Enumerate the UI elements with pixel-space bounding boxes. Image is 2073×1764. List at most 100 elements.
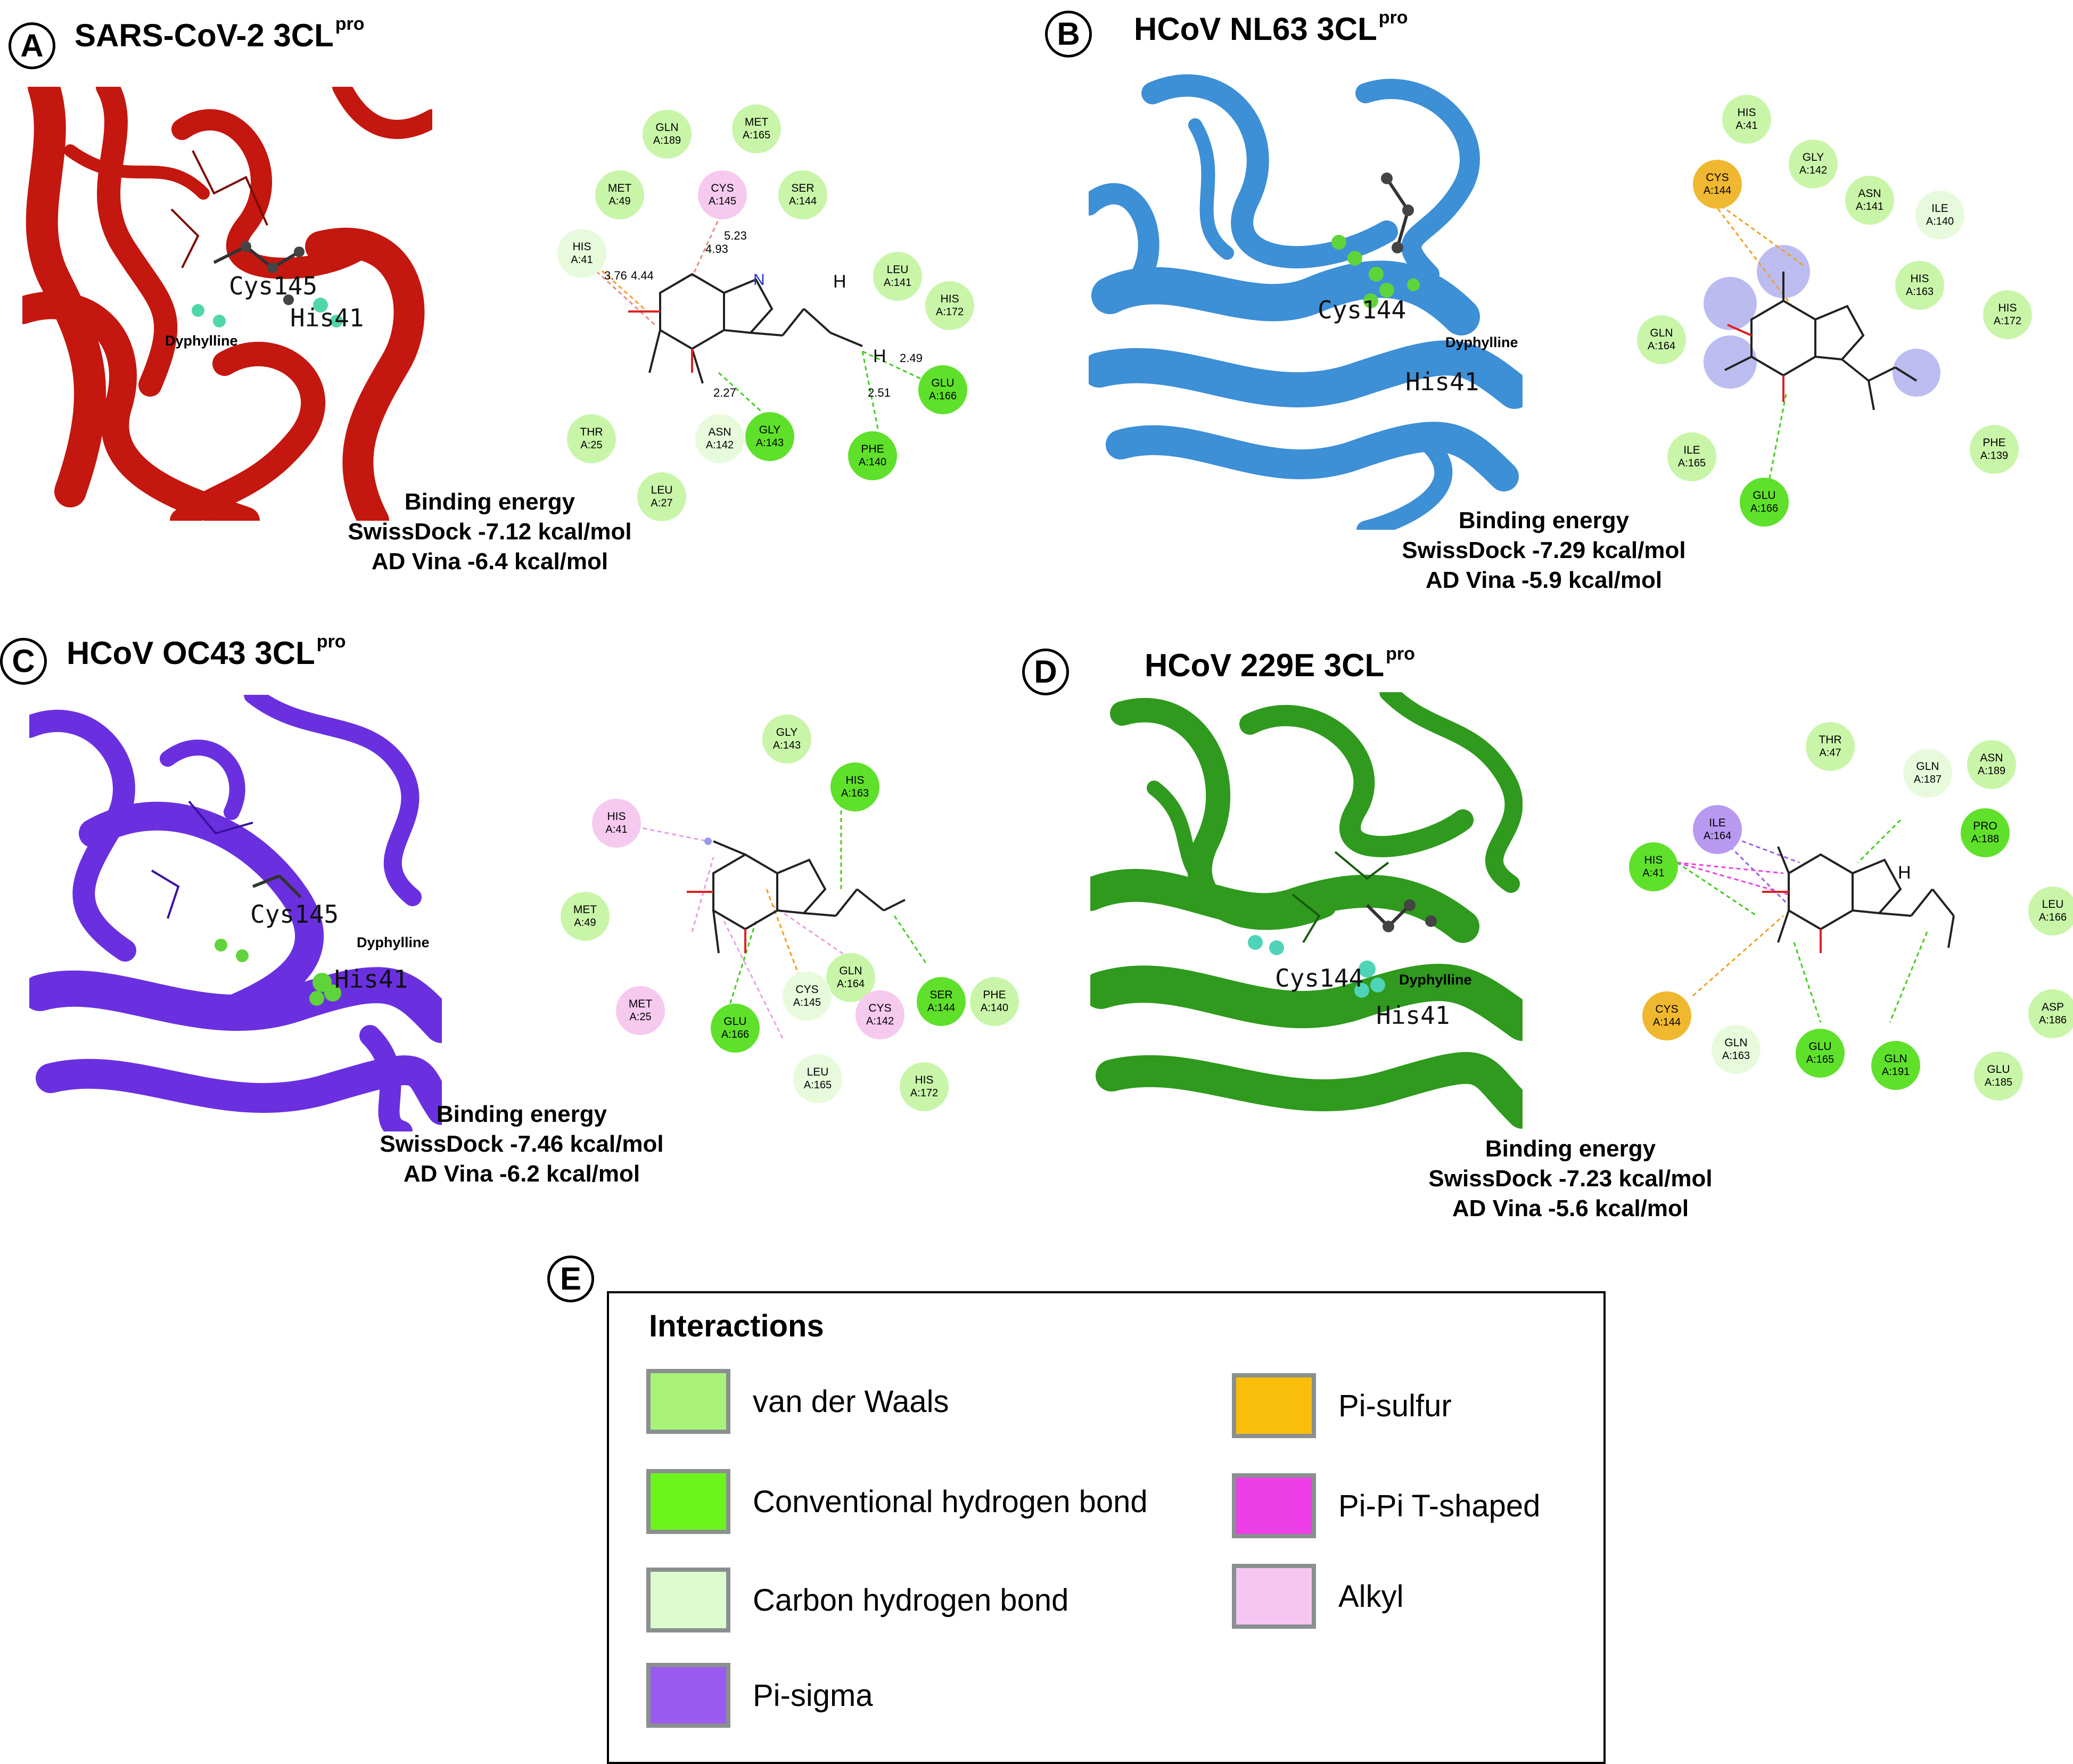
panel-c-ligand-2d xyxy=(628,793,927,1039)
panel-a-letter: A xyxy=(9,22,55,69)
panel-a-title-text: SARS-CoV-2 3CL xyxy=(75,18,334,53)
panel-c-protein-structure xyxy=(29,695,442,1131)
panel-b-his-label: His41 xyxy=(1405,367,1479,396)
panel-d-ribbon-svg xyxy=(1090,692,1523,1129)
panel-b-cys-label: Cys144 xyxy=(1318,296,1406,324)
panel-c-title-sup: pro xyxy=(316,631,346,652)
panel-b-ribbon-svg xyxy=(1089,74,1523,530)
panel-a-distance-3: 3.76 xyxy=(604,269,627,282)
panel-a-energy-heading: Binding energy xyxy=(404,489,575,515)
legend-item-pi-sigma: Pi-sigma xyxy=(646,1663,873,1728)
panel-d-ligand-label: Dyphylline xyxy=(1399,972,1472,988)
panel-a-distance-5: 2.49 xyxy=(900,351,923,365)
panel-a-protein-structure xyxy=(22,87,432,521)
svg-text:H: H xyxy=(833,272,846,292)
panel-c-ribbon-svg xyxy=(29,695,442,1131)
legend-swatch-alkyl xyxy=(1232,1564,1316,1629)
legend-label-van-der-waals: van der Waals xyxy=(753,1384,949,1419)
panel-d-title-text: HCoV 229E 3CL xyxy=(1145,647,1385,683)
panel-a-distance-6: 2.51 xyxy=(868,386,891,399)
panel-b-protein-structure xyxy=(1089,72,1523,530)
legend-label-pi-sulfur: Pi-sulfur xyxy=(1338,1388,1452,1423)
panel-c-cys-label: Cys145 xyxy=(250,900,339,929)
panel-a-his-label: His41 xyxy=(290,303,364,332)
panel-d-ligand-2d: H xyxy=(1676,819,1955,1023)
panel-b-title: HCoV NL63 3CLpro xyxy=(1134,7,1408,47)
panel-c-ligand-label: Dyphylline xyxy=(357,934,430,950)
panel-d-cys-label: Cys144 xyxy=(1275,964,1364,992)
legend-swatch-pi-sulfur xyxy=(1232,1373,1316,1438)
interactions-legend: Interactions van der Waals Conventional … xyxy=(607,1291,1606,1764)
panel-a-binding-energy: Binding energy SwissDock -7.12 kcal/mol … xyxy=(335,487,644,577)
panel-b-title-sup: pro xyxy=(1378,7,1408,28)
svg-text:N: N xyxy=(753,271,765,289)
panel-a-distance-1: 5.23 xyxy=(724,229,747,242)
panel-b-ligand-2d xyxy=(1704,196,1940,490)
legend-item-pi-sulfur: Pi-sulfur xyxy=(1232,1373,1452,1438)
panel-a-title: SARS-CoV-2 3CLpro xyxy=(75,14,365,54)
legend-swatch-pi-pi-t-shaped xyxy=(1232,1473,1316,1538)
panel-d-energy-vina: AD Vina -5.6 kcal/mol xyxy=(1452,1195,1689,1221)
legend-swatch-van-der-waals xyxy=(646,1369,730,1434)
panel-a-energy-swissdock: SwissDock -7.12 kcal/mol xyxy=(348,519,632,545)
legend-label-alkyl: Alkyl xyxy=(1338,1579,1404,1614)
panel-c-title: HCoV OC43 3CLpro xyxy=(67,631,346,671)
legend-label-carbon-hydrogen-bond: Carbon hydrogen bond xyxy=(753,1582,1069,1618)
legend-item-carbon-hydrogen-bond: Carbon hydrogen bond xyxy=(646,1568,1068,1632)
panel-d-letter: D xyxy=(1022,649,1069,695)
panel-e-letter: E xyxy=(547,1256,594,1302)
legend-swatch-pi-sigma xyxy=(646,1663,730,1728)
legend-item-van-der-waals: van der Waals xyxy=(646,1369,949,1434)
panel-a-distance-7: 2.27 xyxy=(713,386,736,399)
legend-swatch-conventional-hydrogen-bond xyxy=(646,1469,730,1534)
panel-b-energy-swissdock: SwissDock -7.29 kcal/mol xyxy=(1402,537,1686,563)
svg-text:H: H xyxy=(873,346,886,366)
panel-d-protein-structure xyxy=(1090,692,1523,1155)
panel-c-his-label: His41 xyxy=(334,965,408,994)
panel-c-title-text: HCoV OC43 3CL xyxy=(67,635,315,671)
panel-c-letter: C xyxy=(0,638,47,685)
panel-a-ribbon-svg xyxy=(22,87,432,521)
panel-a-ligand-label: Dyphylline xyxy=(165,333,238,349)
panel-b-binding-energy: Binding energy SwissDock -7.29 kcal/mol … xyxy=(1373,506,1714,595)
legend-label-pi-pi-t-shaped: Pi-Pi T-shaped xyxy=(1338,1488,1541,1523)
panel-c-energy-swissdock: SwissDock -7.46 kcal/mol xyxy=(380,1131,664,1157)
legend-item-conventional-hydrogen-bond: Conventional hydrogen bond xyxy=(646,1469,1148,1534)
panel-a-distance-4: 4.44 xyxy=(631,269,654,282)
